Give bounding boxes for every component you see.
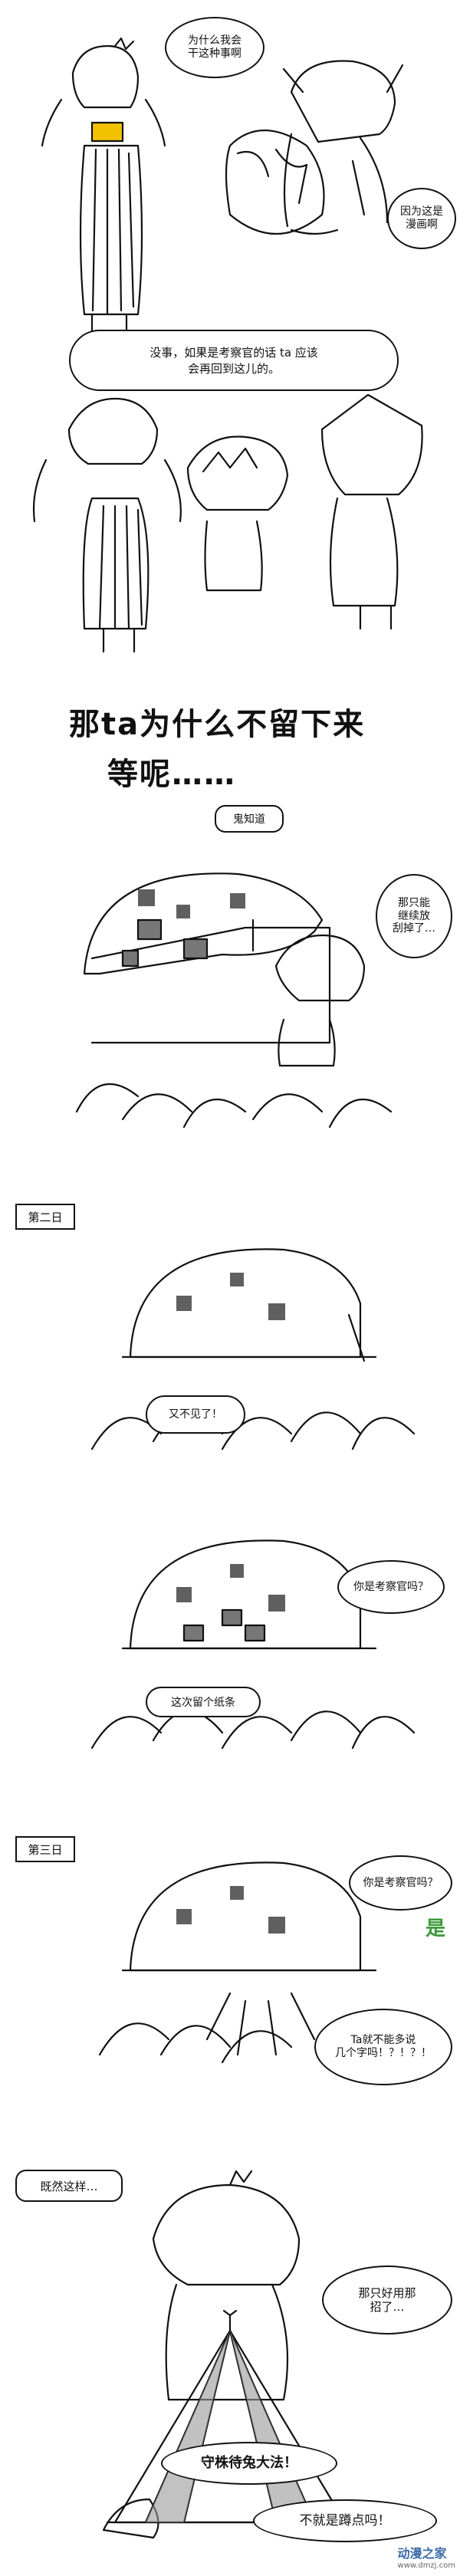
speech-bubble-technique: 守株待兔大法！	[161, 2442, 337, 2485]
speech-bubble-more-words: Ta就不能多说 几个字吗！？！？！	[314, 2009, 452, 2085]
watermark-main: 动漫之家	[397, 2546, 447, 2561]
speech-bubble-are-you-examiner: 你是考察官吗？	[337, 1560, 445, 1614]
speech-bubble-are-you-examiner-2: 你是考察官吗？	[349, 1855, 452, 1911]
watermark-logo: 动漫之家 www.dmzj.com	[398, 2543, 455, 2570]
answer-yes: 是	[426, 1917, 446, 1940]
speech-bubble-continue: 那只能 继续放 刮掉了…	[376, 874, 452, 958]
aside-bubble-who-knows: 鬼知道	[215, 805, 284, 833]
speech-bubble-why: 为什么我会 干这种事啊	[165, 17, 264, 78]
watermark-sub: www.dmzj.com	[397, 2561, 455, 2570]
caption-line-1: 那ta为什么不留下来	[69, 707, 366, 742]
speech-bubble-no-problem: 没事，如果是考察官的话 ta 应该 会再回到这儿的。	[69, 330, 399, 391]
speech-bubble-in-that-case: 既然这样…	[15, 2170, 123, 2202]
day-three-label: 第三日	[15, 1836, 75, 1862]
speech-bubble-gone-again: 又不见了！	[146, 1395, 245, 1434]
caption-line-2: 等呢……	[107, 757, 236, 792]
speech-bubble-stakeout: 不就是蹲点吗！	[253, 2499, 437, 2542]
day-two-label: 第二日	[15, 1204, 75, 1230]
speech-bubble-leave-note: 这次留个纸条	[146, 1687, 261, 1717]
speech-bubble-use-that-move: 那只好用那 招了…	[322, 2266, 452, 2334]
speech-bubble-because-manga: 因为这是 漫画啊	[387, 188, 456, 249]
